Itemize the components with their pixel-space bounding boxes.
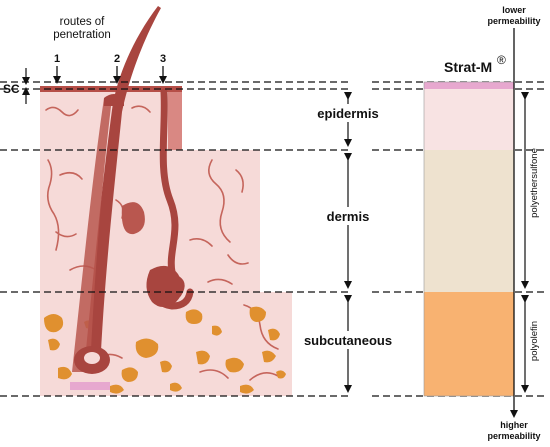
layer-label-subcutaneous: subcutaneous: [304, 333, 392, 348]
permeability-top-line1: lower: [502, 5, 526, 15]
permeability-bottom-line2: permeability: [487, 431, 540, 441]
skin-illustration: [40, 6, 292, 396]
route-marker-3: 3: [160, 53, 166, 65]
layer-label-dermis: dermis: [327, 209, 370, 224]
segment-label-polyolefin: polyolefin: [529, 321, 540, 361]
routes-title-line1: routes of: [60, 16, 106, 28]
strat-segment-polyolefin: [424, 292, 514, 396]
sc-label: SC: [3, 82, 20, 96]
epidermis-side-band: [168, 88, 182, 150]
layer-label-epidermis: epidermis: [317, 106, 378, 121]
registered-icon: ®: [497, 53, 506, 67]
strat-segment-sc: [424, 82, 514, 89]
fat-globules: [44, 306, 286, 394]
epidermis-label-bg: [305, 104, 391, 122]
routes-title-line2: penetration: [53, 29, 111, 41]
strat-m-title-text: Strat-M: [444, 59, 492, 75]
strat-segment-polyethersulfone: [424, 150, 514, 292]
route-marker-2: 2: [114, 53, 120, 65]
strat-m-column: [423, 81, 515, 397]
subcutaneous-label-bg: [298, 331, 398, 349]
strat-m-title: Strat-M: [444, 59, 492, 75]
sweat-gland-coil: [146, 265, 183, 307]
sebaceous-gland: [121, 202, 145, 235]
segment-label-polyethersulfone: polyethersulfone: [529, 148, 540, 218]
strat-segment-top: [424, 89, 514, 150]
permeability-top-line2: permeability: [487, 16, 540, 26]
dermis-label-bg: [316, 207, 380, 225]
permeability-bottom-line1: higher: [500, 420, 528, 430]
follicle-base: [70, 382, 110, 390]
route-arrows: [53, 66, 167, 84]
hair-follicle: [72, 6, 161, 374]
route-marker-1: 1: [54, 53, 60, 65]
